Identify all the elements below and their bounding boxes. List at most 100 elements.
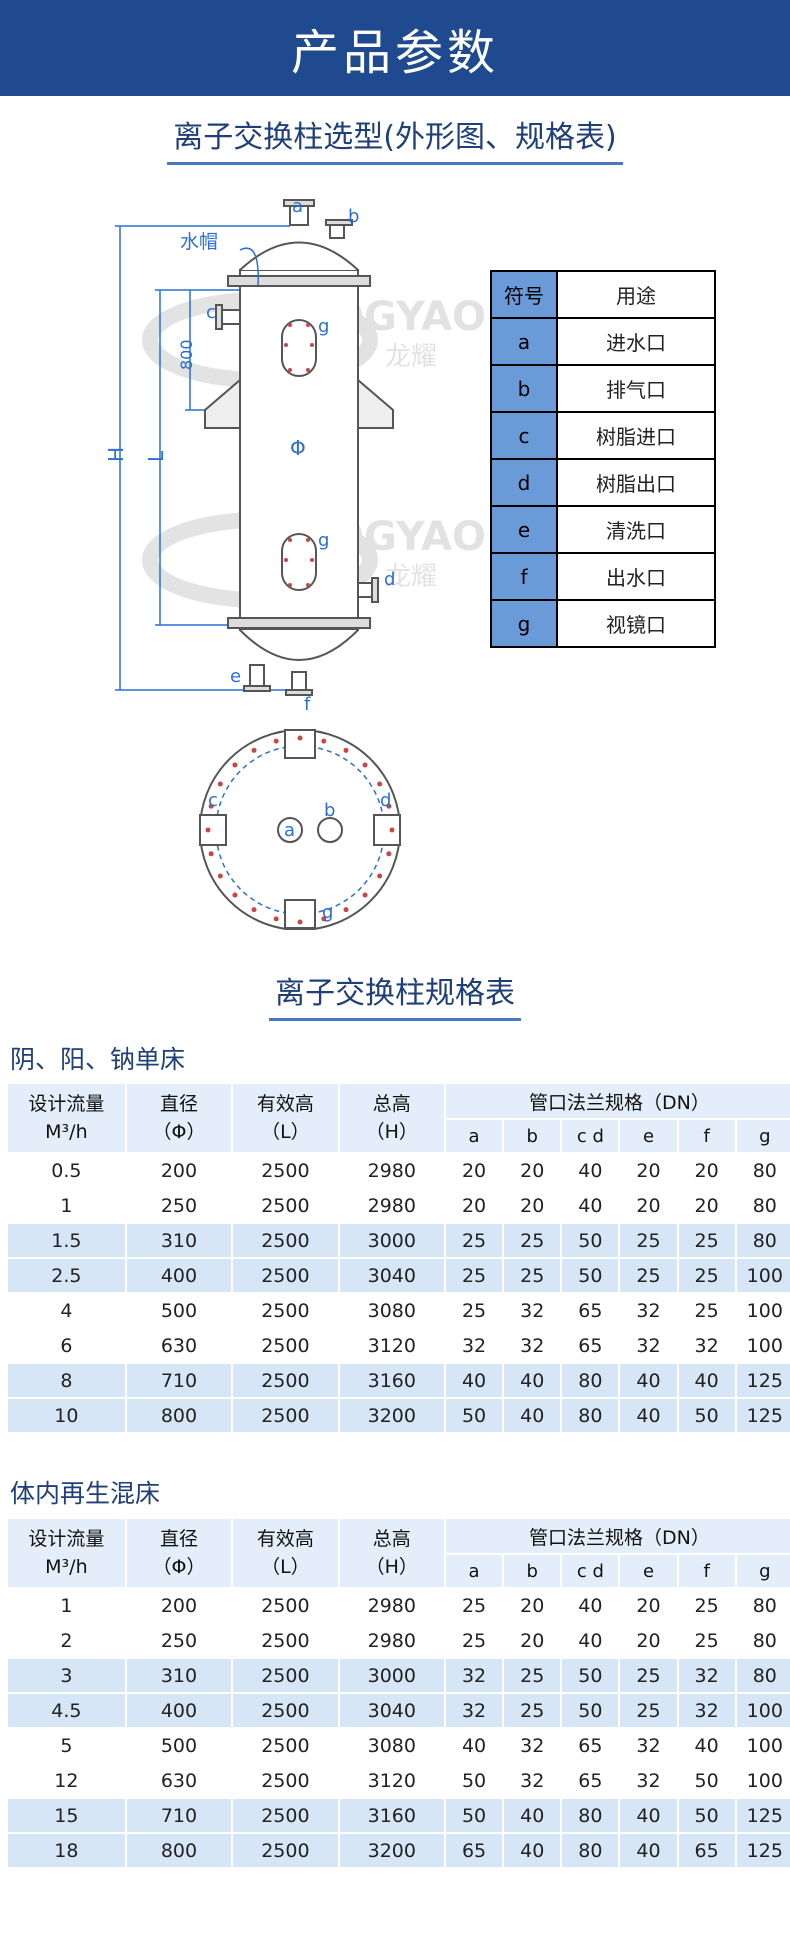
table-cell: 3080 [337,1292,447,1329]
table-cell: 25 [502,1657,563,1694]
table-cell: 80 [734,1622,790,1659]
table-cell: 12 [6,1762,127,1799]
col-flange-spec: 管口法兰规格（DN） [444,1517,790,1555]
table-cell: 32 [618,1762,679,1799]
flange-bolt [273,916,279,922]
table-cell: 20 [676,1187,737,1224]
table-cell: 40 [502,1832,563,1869]
table-cell: 1 [6,1587,127,1624]
table-cell: 250 [124,1187,234,1224]
spec-section-title: 离子交换柱规格表 [0,968,790,1021]
table-cell: 65 [560,1762,621,1799]
label-g-mid: g [318,530,329,551]
col-dia-label: 直径 [159,1528,198,1550]
col-port-3: e [618,1118,679,1154]
table-cell: 32 [443,1327,505,1364]
table-cell: 800 [124,1832,234,1869]
table-cell: 3120 [337,1762,447,1799]
table-cell: 100 [734,1692,790,1729]
table-cell: 50 [560,1657,621,1694]
col-port-5: g [734,1553,790,1589]
flange-bolt [217,781,223,787]
table-cell: 20 [618,1622,679,1659]
table-cell: 40 [560,1187,621,1224]
table-cell: 2500 [231,1727,340,1764]
flange-bolt [297,919,303,925]
table-cell: 3040 [337,1692,447,1729]
table-cell: 40 [560,1152,621,1189]
table-cell: 25 [618,1692,679,1729]
col-port-2: c d [560,1553,621,1589]
flange-bolt [343,907,349,913]
label-water-cap: 水帽 [180,231,218,253]
table-cell: 2500 [231,1257,340,1294]
table-cell: 3120 [337,1327,447,1364]
table-cell: 4.5 [6,1692,127,1729]
table-cell: 50 [560,1257,621,1294]
table-cell: 2500 [231,1222,340,1259]
label-dim-phi: Φ [290,436,306,460]
table-cell: 4 [6,1292,127,1329]
label-dim-L: L [144,450,168,462]
table-cell: 25 [502,1222,563,1259]
legend-use: 树脂进口 [556,411,716,460]
table-cell: 2500 [231,1152,340,1189]
column-diagram: OGYAO OGYAO 龙耀 龙耀 [104,196,486,930]
legend-header-row: 符号 用途 [490,270,716,319]
table-cell: 25 [676,1622,737,1659]
table-cell: 2500 [231,1622,340,1659]
flange-bolt [251,907,257,913]
table-cell: 80 [734,1587,790,1624]
col-effective-height: 有效高（L） [231,1517,340,1589]
table-cell: 25 [502,1692,563,1729]
col-port-0: a [443,1553,505,1589]
svg-text:龙耀: 龙耀 [385,562,437,592]
table-cell: 710 [124,1362,234,1399]
table-cell: 2 [6,1622,127,1659]
table-cell: 40 [560,1622,621,1659]
col-port-1: b [502,1553,563,1589]
table-cell: 40 [618,1397,679,1434]
table-cell: 20 [618,1187,679,1224]
table-cell: 65 [560,1727,621,1764]
flange-bolt [377,781,383,787]
table-cell: 20 [502,1587,563,1624]
legend-symbol: d [490,458,558,507]
table-cell: 500 [124,1292,234,1329]
table-cell: 32 [676,1692,737,1729]
table-cell: 25 [443,1587,505,1624]
flange-bolt [362,762,368,768]
legend-symbol: b [490,364,558,413]
table-cell: 20 [618,1152,679,1189]
label-a: a [292,196,303,217]
table-cell: 25 [443,1257,505,1294]
table-cell: 40 [443,1362,505,1399]
table-cell: 100 [734,1762,790,1799]
table-cell: 50 [443,1397,505,1434]
col-dia-symbol: （Φ） [152,1556,206,1578]
col-port-5: g [734,1118,790,1154]
col-eff-label: 有效高 [256,1093,314,1115]
col-flow-unit: M³/h [45,1556,88,1578]
table-cell: 25 [618,1257,679,1294]
label-f: f [304,694,311,715]
flange-bolt [389,827,395,833]
table-cell: 40 [618,1797,679,1834]
table-cell: 0.5 [6,1152,127,1189]
diagram-labels: a b c d e f g g 水帽 800 H L Φ a b c d g [104,196,395,923]
table-cell: 32 [502,1292,563,1329]
legend-use: 排气口 [556,364,716,413]
table-cell: 2500 [231,1797,340,1834]
table-cell: 32 [502,1727,563,1764]
table-cell: 32 [618,1292,679,1329]
flange-bolt [321,738,327,744]
table-cell: 125 [734,1397,790,1434]
page-title: 产品参数 [290,25,499,81]
